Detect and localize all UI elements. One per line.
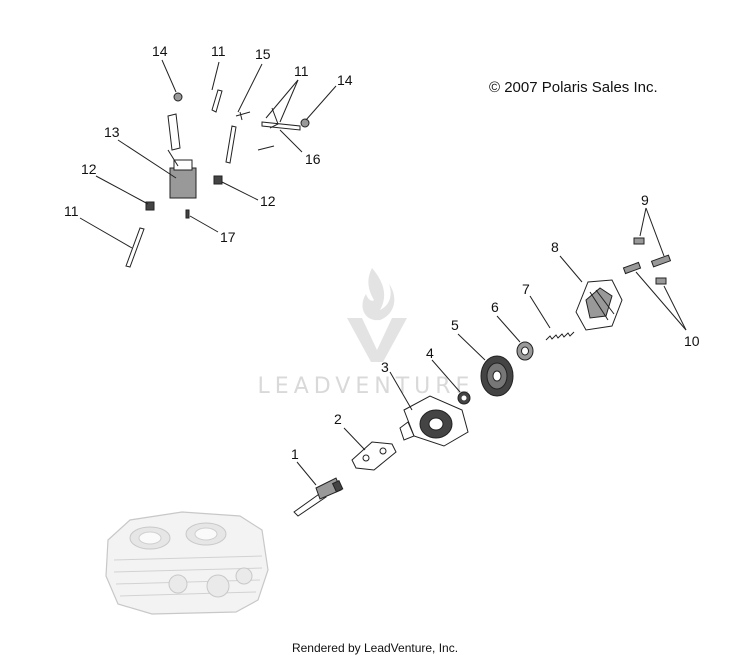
part-8-pump-cover xyxy=(575,279,623,331)
callout-8: 8 xyxy=(551,239,559,255)
callout-6: 6 xyxy=(491,299,499,315)
callout-14b: 14 xyxy=(337,72,353,88)
footer-text: Rendered by LeadVenture, Inc. xyxy=(292,641,458,655)
leader-1 xyxy=(296,461,317,486)
callout-5: 5 xyxy=(451,317,459,333)
part-4-seal xyxy=(457,391,471,405)
leader-16 xyxy=(279,129,303,153)
leader-9a xyxy=(639,207,647,237)
leader-4 xyxy=(431,359,461,393)
callout-12b: 12 xyxy=(260,193,276,209)
leader-14b xyxy=(305,85,337,121)
part-13-sensor xyxy=(167,113,197,199)
part-5-impeller xyxy=(480,355,514,397)
callout-14a: 14 xyxy=(152,43,168,59)
leader-15 xyxy=(237,63,263,113)
leader-9b xyxy=(645,207,665,257)
leader-5 xyxy=(457,333,486,361)
leader-7 xyxy=(529,295,551,329)
watermark-flame-icon xyxy=(362,268,395,321)
leadventure-watermark: LEADVENTURE xyxy=(258,268,475,399)
watermark-text: LEADVENTURE xyxy=(258,374,475,399)
callout-10: 10 xyxy=(684,333,700,349)
leader-3 xyxy=(389,371,413,411)
part-12-14-17-fasteners xyxy=(145,92,310,219)
copyright-text: © 2007 Polaris Sales Inc. xyxy=(489,79,658,96)
leader-12b xyxy=(221,181,259,201)
part-6-washer xyxy=(516,341,534,361)
part-1-shaft xyxy=(293,477,344,517)
part-15-16-clips xyxy=(235,107,279,151)
leader-17 xyxy=(189,215,219,233)
callout-7: 7 xyxy=(522,281,530,297)
leader-11a xyxy=(211,61,220,91)
leader-12a xyxy=(95,175,149,205)
callout-11c: 11 xyxy=(64,203,79,219)
callout-11b: 11 xyxy=(294,63,309,79)
leader-11c xyxy=(79,217,133,249)
callout-12a: 12 xyxy=(81,161,97,177)
callout-4: 4 xyxy=(426,345,434,361)
callout-2: 2 xyxy=(334,411,342,427)
callout-9: 9 xyxy=(641,192,649,208)
part-9-10-bolts xyxy=(622,237,672,285)
callout-1: 1 xyxy=(291,446,299,462)
watermark-v-icon xyxy=(347,318,407,362)
leader-11b2 xyxy=(279,79,299,123)
leader-14a xyxy=(161,59,177,93)
callout-17: 17 xyxy=(220,229,236,245)
leader-2 xyxy=(343,427,366,451)
engine-block xyxy=(105,511,269,615)
leader-13 xyxy=(117,139,177,179)
part-11-tubes xyxy=(125,89,301,268)
callout-16: 16 xyxy=(305,151,321,167)
part-2-gasket xyxy=(351,441,397,471)
callout-11a: 11 xyxy=(211,43,226,59)
callout-15: 15 xyxy=(255,46,271,62)
part-3-pump-housing xyxy=(399,395,469,447)
callout-13: 13 xyxy=(104,124,120,140)
leader-10b xyxy=(663,285,687,331)
part-7-spring xyxy=(545,331,575,341)
leader-8 xyxy=(559,255,583,283)
callout-3: 3 xyxy=(381,359,389,375)
leader-10a xyxy=(635,271,687,331)
leader-11b1 xyxy=(265,79,299,119)
leader-6 xyxy=(496,315,521,343)
